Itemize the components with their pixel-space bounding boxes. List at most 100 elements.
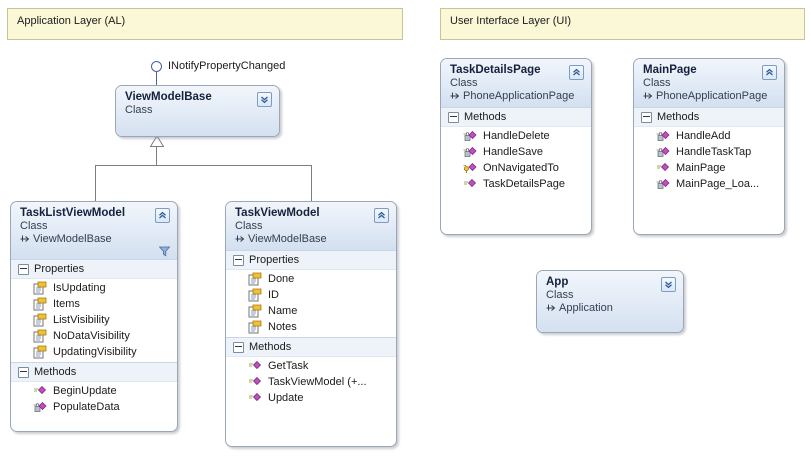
class-viewmodelbase-header: ViewModelBase Class <box>116 86 279 136</box>
method-public-icon <box>248 375 262 389</box>
filter-icon[interactable] <box>158 246 171 257</box>
member-label: NoDataVisibility <box>53 330 130 342</box>
class-app[interactable]: App Class Application <box>536 270 684 333</box>
class-mainpage-stereotype: Class <box>643 77 671 89</box>
member-row[interactable]: UpdatingVisibility <box>11 344 177 360</box>
member-row[interactable]: TaskViewModel (+... <box>226 374 396 390</box>
member-row[interactable]: HandleSave <box>441 144 591 160</box>
class-app-name: App <box>546 276 569 288</box>
method-public-icon <box>248 391 262 405</box>
class-tasklistviewmodel-base-row: ViewModelBase <box>20 233 169 246</box>
member-label: UpdatingVisibility <box>53 346 137 358</box>
chevron-down-icon[interactable] <box>661 277 676 292</box>
interface-label: INotifyPropertyChanged <box>168 60 286 72</box>
member-row[interactable]: Items <box>11 296 177 312</box>
layer-application[interactable]: Application Layer (AL) <box>7 8 403 40</box>
class-taskdetailspage-name: TaskDetailsPage <box>450 64 541 76</box>
class-taskdetailspage[interactable]: TaskDetailsPage Class PhoneApplicationPa… <box>440 58 592 235</box>
property-icon <box>248 288 262 302</box>
chevron-up-icon[interactable] <box>762 65 777 80</box>
class-taskdetailspage-base: PhoneApplicationPage <box>463 90 575 102</box>
member-row[interactable]: ListVisibility <box>11 312 177 328</box>
member-label: BeginUpdate <box>53 385 117 397</box>
compartment-header-properties[interactable]: Properties <box>226 250 396 270</box>
compartment-body-methods: BeginUpdate PopulateData <box>11 382 177 417</box>
member-label: MainPage <box>676 162 726 174</box>
member-row[interactable]: IsUpdating <box>11 280 177 296</box>
member-label: MainPage_Loa... <box>676 178 760 190</box>
collapse-minus-icon[interactable] <box>233 254 244 266</box>
method-public-icon <box>33 384 47 398</box>
property-icon <box>33 313 47 327</box>
collapse-minus-icon[interactable] <box>448 111 459 123</box>
chevron-down-icon[interactable] <box>257 92 272 107</box>
class-tasklistviewmodel[interactable]: TaskListViewModel Class ViewModelBase <box>10 201 178 432</box>
compartment-header-methods[interactable]: Methods <box>441 107 591 127</box>
member-label: Update <box>268 392 304 404</box>
class-taskviewmodel[interactable]: TaskViewModel Class ViewModelBase <box>225 201 397 447</box>
method-private-icon <box>463 129 477 143</box>
member-label: TaskDetailsPage <box>483 178 565 190</box>
member-row[interactable]: BeginUpdate <box>11 383 177 399</box>
compartment-title: Properties <box>34 263 85 275</box>
member-row[interactable]: Done <box>226 271 396 287</box>
class-mainpage[interactable]: MainPage Class PhoneApplicationPage <box>633 58 785 235</box>
compartment-body-methods: HandleDelete HandleSave <box>441 127 591 194</box>
member-row[interactable]: ID <box>226 287 396 303</box>
member-label: ListVisibility <box>53 314 110 326</box>
collapse-minus-icon[interactable] <box>18 263 29 275</box>
compartment-title: Methods <box>34 366 77 378</box>
class-taskviewmodel-base: ViewModelBase <box>248 233 327 245</box>
chevron-up-icon[interactable] <box>374 208 389 223</box>
member-row[interactable]: Update <box>226 390 396 406</box>
member-label: TaskViewModel (+... <box>268 376 367 388</box>
member-row[interactable]: HandleDelete <box>441 128 591 144</box>
class-taskdetailspage-base-row: PhoneApplicationPage <box>450 90 583 103</box>
member-row[interactable]: Name <box>226 303 396 319</box>
member-row[interactable]: HandleTaskTap <box>634 144 784 160</box>
member-row[interactable]: Notes <box>226 319 396 335</box>
collapse-minus-icon[interactable] <box>641 111 652 123</box>
class-taskviewmodel-stereotype: Class <box>235 220 263 232</box>
compartment-header-methods[interactable]: Methods <box>226 337 396 357</box>
layer-user-interface[interactable]: User Interface Layer (UI) <box>440 8 805 40</box>
member-row[interactable]: MainPage <box>634 160 784 176</box>
class-viewmodelbase[interactable]: ViewModelBase Class <box>115 85 280 137</box>
compartment-body-methods: GetTask TaskViewModel (+... <box>226 357 396 408</box>
member-label: Notes <box>268 321 297 333</box>
property-icon <box>33 345 47 359</box>
property-icon <box>248 320 262 334</box>
compartment-header-methods[interactable]: Methods <box>634 107 784 127</box>
member-label: ID <box>268 289 279 301</box>
property-icon <box>248 272 262 286</box>
inheritance-arrow-icon <box>20 233 30 246</box>
member-row[interactable]: HandleAdd <box>634 128 784 144</box>
class-app-base-row: Application <box>546 302 675 315</box>
member-row[interactable]: GetTask <box>226 358 396 374</box>
property-icon <box>33 281 47 295</box>
method-protected-icon <box>463 161 477 175</box>
property-icon <box>248 304 262 318</box>
method-public-icon <box>656 161 670 175</box>
generalization-stem <box>156 147 157 165</box>
chevron-up-icon[interactable] <box>569 65 584 80</box>
member-row[interactable]: OnNavigatedTo <box>441 160 591 176</box>
chevron-up-icon[interactable] <box>155 208 170 223</box>
member-row[interactable]: PopulateData <box>11 399 177 415</box>
member-row[interactable]: NoDataVisibility <box>11 328 177 344</box>
compartment-header-properties[interactable]: Properties <box>11 259 177 279</box>
class-tasklistviewmodel-name: TaskListViewModel <box>20 207 126 219</box>
compartment-header-methods[interactable]: Methods <box>11 362 177 382</box>
property-icon <box>33 297 47 311</box>
member-row[interactable]: MainPage_Loa... <box>634 176 784 192</box>
inheritance-arrow-icon <box>450 90 460 103</box>
member-row[interactable]: TaskDetailsPage <box>441 176 591 192</box>
generalization-branch-taskview <box>311 165 312 201</box>
collapse-minus-icon[interactable] <box>18 366 29 378</box>
member-label: PopulateData <box>53 401 120 413</box>
member-label: HandleSave <box>483 146 543 158</box>
collapse-minus-icon[interactable] <box>233 341 244 353</box>
class-app-header: App Class Application <box>537 271 683 332</box>
compartment-body-properties: IsUpdating Items <box>11 279 177 362</box>
